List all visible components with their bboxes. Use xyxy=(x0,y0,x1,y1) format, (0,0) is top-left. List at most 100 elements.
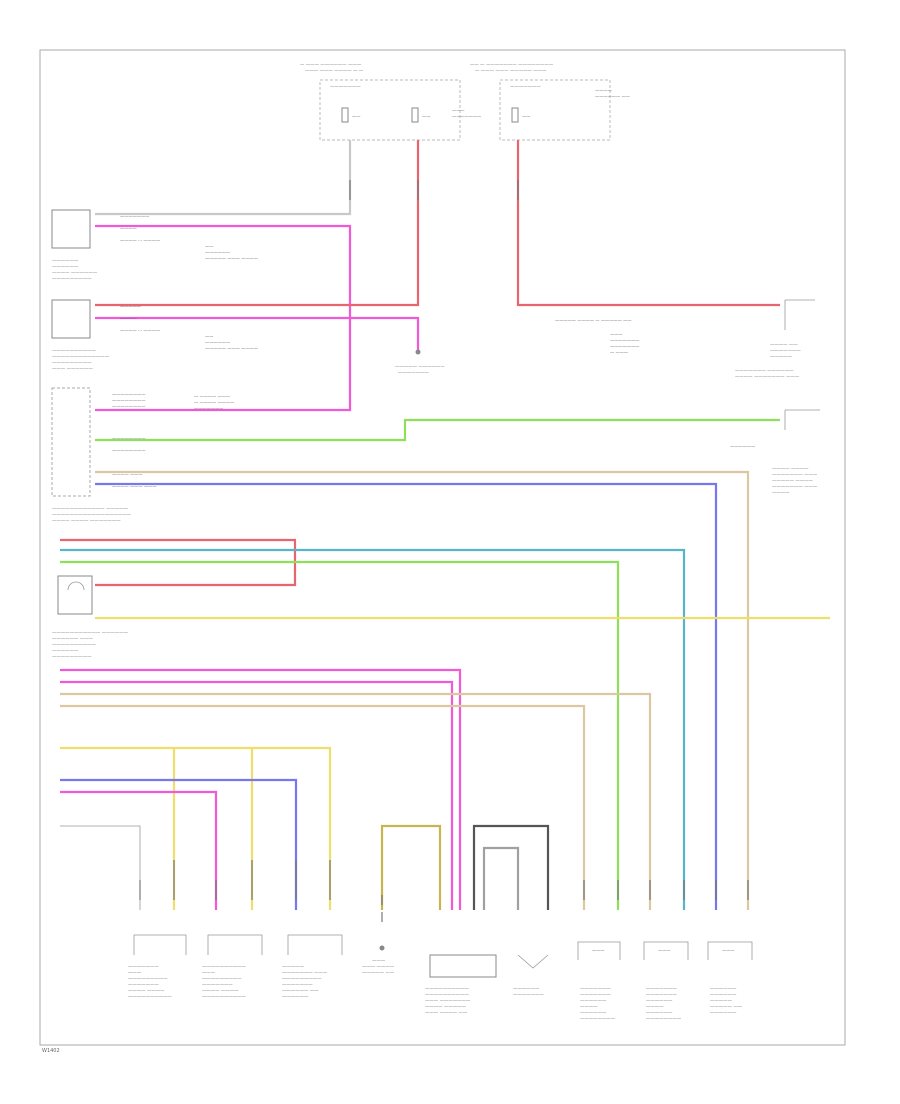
svg-text:———————: ——————— xyxy=(282,983,313,988)
svg-text:——————— ———: ——————— ——— xyxy=(772,485,818,490)
svg-text:———— ··· ————: ———— ··· ———— xyxy=(120,238,160,243)
svg-text:— ———: — ——— xyxy=(610,350,628,355)
svg-text:— ———— ———: — ———— ——— xyxy=(194,394,230,399)
svg-text:————————: ———————— xyxy=(112,448,146,453)
wire-red-fuse-right xyxy=(516,140,780,307)
svg-text:————: ———— xyxy=(580,1005,598,1010)
wire-green-2 xyxy=(60,560,620,910)
svg-text:———: ——— xyxy=(722,948,735,953)
svg-text:———————: ——————— xyxy=(580,993,611,998)
wire-white-fuse1 xyxy=(95,140,352,216)
svg-text:——: —— xyxy=(522,114,530,119)
svg-text:——————————: —————————— xyxy=(52,643,97,648)
svg-text:———————————— —————: ———————————— ————— xyxy=(52,507,129,512)
svg-text:—————————: ————————— xyxy=(52,655,92,660)
svg-text:—————————: ————————— xyxy=(282,977,322,982)
svg-text:—————: ————— xyxy=(282,965,305,970)
svg-text:————— ——: ————— —— xyxy=(362,971,395,976)
svg-text:——————: —————— xyxy=(710,1011,737,1016)
svg-text:———— ··· ————: ———— ··· ———— xyxy=(120,328,160,333)
svg-text:——————: —————— xyxy=(52,649,79,654)
svg-text:—————— ——: —————— —— xyxy=(595,94,630,99)
svg-text:————————: ———————— xyxy=(112,436,146,441)
svg-text:——— ———————: ——— ——————— xyxy=(425,999,471,1004)
wire-pink-5 xyxy=(60,790,218,910)
svg-text:————————: ———————— xyxy=(112,398,146,403)
svg-text:——— ————: ——— ———— xyxy=(362,965,395,970)
svg-text:———— ————: ———— ———— xyxy=(128,989,165,994)
svg-text:—————: ————— xyxy=(710,999,733,1004)
svg-text:———————: ——————— xyxy=(610,344,639,349)
wire-pink-4 xyxy=(60,680,454,910)
svg-text:—————————————: ————————————— xyxy=(52,355,110,360)
svg-text:——: —— xyxy=(352,114,360,119)
wire-green-1 xyxy=(95,418,780,442)
bottom-switch: —————— ——————— xyxy=(513,954,549,998)
svg-text:———————: ——————— xyxy=(580,987,611,992)
bottom-sensor-2: —————————— ——— ————————— ——————— ———— ——… xyxy=(202,934,263,1000)
svg-text:——————————: —————————— xyxy=(202,995,247,1000)
svg-text:———: ——— xyxy=(658,948,671,953)
wire-yellow-2 xyxy=(60,746,332,910)
svg-text:——————— ——————: ——————— —————— xyxy=(735,369,794,374)
svg-text:— ———— ————: — ———— ———— xyxy=(194,400,234,405)
svg-text:———: ——— xyxy=(592,948,605,953)
svg-text:————: ———— xyxy=(120,226,137,231)
svg-text:———————: ——————— xyxy=(770,349,801,354)
svg-text:———: ——— xyxy=(128,971,142,976)
wire-teal-1 xyxy=(60,548,686,910)
component-left-1: —————— —————— ———— —————— ————————— ————… xyxy=(51,209,258,282)
svg-text:——————————: —————————— xyxy=(202,965,247,970)
bottom-sensor-5: ——— ——————— ——————— —————— ———— —————— —… xyxy=(643,941,689,1022)
component-left-2: —————————— ————————————— ————————— ——— —… xyxy=(51,299,258,372)
svg-text:———— ——: ———— —— xyxy=(770,343,798,348)
fuse-box-left: — ——— —————— ——— ——— ——— ———— — — ——————… xyxy=(300,63,481,141)
wire-black-loop xyxy=(472,824,550,910)
svg-text:————————: ———————— xyxy=(646,1017,682,1022)
svg-text:—————————: ————————— xyxy=(202,977,242,982)
ground-point-1: ————— —————— ——————— xyxy=(395,349,445,376)
fuse-left-2 xyxy=(411,107,419,123)
bottom-sensor-4: ——— ——————— ——————— —————— ———— —————— —… xyxy=(577,941,621,1022)
bottom-ground-2: ——— ——— ———— ————— —— xyxy=(362,945,395,976)
svg-text:——————————: —————————— xyxy=(425,987,470,992)
svg-text:—————————: ————————— xyxy=(52,361,92,366)
bottom-sensor-6: ——— —————— —————— ————— ————— —— —————— xyxy=(707,941,753,1016)
svg-text:————————: ———————— xyxy=(112,392,146,397)
bottom-module: —————————— —————————— ——— ——————— ———— —… xyxy=(425,954,497,1016)
svg-text:———————: ——————— xyxy=(510,85,541,90)
component-right-1: ———— —— ——————— ————— ——————— —————— ———… xyxy=(555,299,815,380)
diagram-frame xyxy=(39,49,846,1046)
wire-gray-1 xyxy=(60,825,141,910)
svg-text:——————————— ——————: ——————————— —————— xyxy=(52,631,129,636)
svg-text:————— ————: ————— ———— xyxy=(772,479,814,484)
svg-text:———————: ——————— xyxy=(202,983,233,988)
svg-text:—————————: ————————— xyxy=(52,277,92,282)
svg-text:——————————: —————————— xyxy=(425,993,470,998)
wire-gray-loop xyxy=(482,846,520,910)
svg-text:——————: —————— xyxy=(52,259,79,264)
svg-text:—————— ———: —————— ——— xyxy=(52,637,94,642)
fuse-right-1 xyxy=(511,107,519,123)
svg-text:————— ——: ————— —— xyxy=(710,1005,743,1010)
svg-text:——: —— xyxy=(205,244,213,249)
svg-text:————: ———— xyxy=(772,491,790,496)
svg-text:———————: ——————— xyxy=(330,85,361,90)
svg-text:———————: ——————— xyxy=(120,214,149,219)
svg-text:——————: —————— xyxy=(580,999,607,1004)
svg-text:—————: ————— xyxy=(120,304,141,309)
svg-text:——————————————————: —————————————————— xyxy=(52,513,132,518)
wire-tan-3 xyxy=(60,704,586,910)
svg-text:——————: —————— xyxy=(205,340,230,345)
svg-text:——————: —————— xyxy=(646,1011,673,1016)
svg-text:———————: ——————— xyxy=(646,987,677,992)
svg-text:———————: ——————— xyxy=(513,993,544,998)
connector-markers xyxy=(139,180,749,922)
wire-pink-2 xyxy=(95,316,420,350)
svg-text:———— ———— ———————: ———— ———— ——————— xyxy=(52,519,121,524)
wires xyxy=(60,140,830,910)
svg-text:————— ——————: ————— —————— xyxy=(395,365,445,370)
svg-text:——————: —————— xyxy=(513,987,540,992)
svg-text:——————: —————— xyxy=(52,265,79,270)
